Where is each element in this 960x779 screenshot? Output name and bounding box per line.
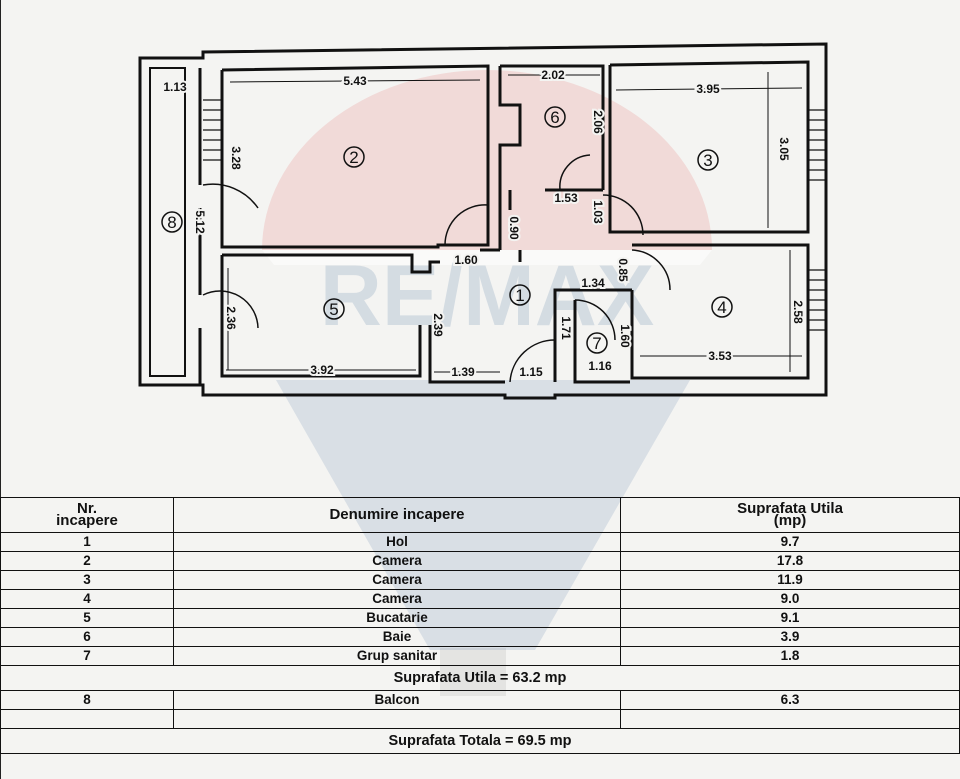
dim-label: 1.34	[581, 276, 605, 290]
watermark-brand: RE/MAX	[320, 248, 654, 344]
room-1-label: 1	[515, 286, 524, 305]
dimension-labels: 1.13 5.43 2.02 3.95 3.28 2.06 3.05 1.53 …	[161, 66, 807, 381]
table-row: 1 Hol 9.7	[0, 532, 960, 552]
dim-label: 3.28	[229, 146, 243, 170]
room-7-label: 7	[592, 334, 601, 353]
dim-label: 1.60	[454, 253, 478, 267]
room-number-cell: 3	[0, 570, 174, 590]
table-row: 5 Bucatarie 9.1	[0, 608, 960, 628]
room-2-label: 2	[349, 148, 358, 167]
room-number-cell: 7	[0, 646, 174, 666]
table-row: 4 Camera 9.0	[0, 589, 960, 609]
room-number-cell: 2	[0, 551, 174, 571]
room-area-cell: 1.8	[620, 646, 960, 666]
room-name-cell: Baie	[173, 627, 621, 647]
header-room-name: Denumire incapere	[173, 497, 621, 533]
area-table: Nr. incapere Denumire incapere Suprafata…	[0, 497, 960, 754]
room-number-cell: 4	[0, 589, 174, 609]
empty-row	[0, 709, 960, 729]
room-name-cell: Camera	[173, 589, 621, 609]
dim-label: 0.90	[507, 216, 521, 240]
room-area-cell: 6.3	[620, 690, 960, 710]
room-area-cell: 17.8	[620, 551, 960, 571]
table-row: 8 Balcon 6.3	[0, 690, 960, 710]
room-5-label: 5	[329, 300, 338, 319]
empty-cell	[173, 709, 621, 729]
dim-label: 2.02	[541, 68, 565, 82]
dim-label: 2.39	[431, 313, 445, 337]
dim-label: 3.95	[696, 82, 720, 96]
room-number-cell: 6	[0, 627, 174, 647]
dim-label: 1.16	[588, 359, 612, 373]
empty-cell	[620, 709, 960, 729]
room-name-cell: Balcon	[173, 690, 621, 710]
grand-total: Suprafata Totala = 69.5 mp	[0, 728, 960, 754]
table-row: 7 Grup sanitar 1.8	[0, 646, 960, 666]
room-number-cell: 1	[0, 532, 174, 552]
room-area-cell: 3.9	[620, 627, 960, 647]
room-4-label: 4	[717, 298, 726, 317]
dim-label: 1.53	[554, 191, 578, 205]
room-area-cell: 9.0	[620, 589, 960, 609]
table-header-row: Nr. incapere Denumire incapere Suprafata…	[0, 497, 960, 533]
room-3-label: 3	[703, 151, 712, 170]
room-number-cell: 8	[0, 690, 174, 710]
dim-label: 1.03	[591, 200, 605, 224]
room-number-cell: 5	[0, 608, 174, 628]
floor-plan: 1 2 3 4 5 6 7 8 1.13 5.43 2.02 3.95 3.28…	[138, 42, 828, 400]
room-8-label: 8	[167, 213, 176, 232]
table-row: 3 Camera 11.9	[0, 570, 960, 590]
useful-area-total: Suprafata Utila = 63.2 mp	[0, 665, 960, 691]
room-name-cell: Camera	[173, 570, 621, 590]
room-area-cell: 9.7	[620, 532, 960, 552]
dim-label: 5.43	[343, 74, 367, 88]
header-area-line2: (mp)	[773, 512, 807, 529]
grand-total-row: Suprafata Totala = 69.5 mp	[0, 728, 960, 754]
room-area-cell: 11.9	[620, 570, 960, 590]
dim-label: 1.60	[618, 324, 632, 348]
header-nr-line2: incapere	[56, 512, 118, 529]
dim-label: 1.13	[163, 80, 187, 94]
table-row: 6 Baie 3.9	[0, 627, 960, 647]
dim-label: 1.39	[451, 365, 475, 379]
room-6-label: 6	[550, 108, 559, 127]
room-name-cell: Bucatarie	[173, 608, 621, 628]
header-room-number: Nr. incapere	[0, 497, 174, 533]
dim-label: 1.71	[559, 316, 573, 340]
dim-label: 3.53	[708, 349, 732, 363]
header-area-line1: Suprafata Utila	[737, 500, 843, 517]
room-area-cell: 9.1	[620, 608, 960, 628]
dim-label: 0.85	[616, 258, 630, 282]
dim-label: 2.36	[224, 306, 238, 330]
empty-cell	[0, 709, 174, 729]
dim-label: 3.92	[310, 363, 334, 377]
page-edge-line	[0, 0, 1, 779]
room-name-cell: Camera	[173, 551, 621, 571]
dim-label: 2.06	[591, 110, 605, 134]
dim-label: 1.15	[519, 365, 543, 379]
room-name-cell: Hol	[173, 532, 621, 552]
header-useful-area: Suprafata Utila (mp)	[620, 497, 960, 533]
table-row: 2 Camera 17.8	[0, 551, 960, 571]
header-nr-line1: Nr.	[76, 500, 97, 517]
room-name-cell: Grup sanitar	[173, 646, 621, 666]
room-markers: 1 2 3 4 5 6 7 8	[161, 106, 733, 354]
dim-label: 2.58	[791, 300, 805, 324]
dim-label: 3.05	[777, 137, 791, 161]
dim-label: 5.12	[193, 210, 207, 234]
useful-area-total-row: Suprafata Utila = 63.2 mp	[0, 665, 960, 691]
